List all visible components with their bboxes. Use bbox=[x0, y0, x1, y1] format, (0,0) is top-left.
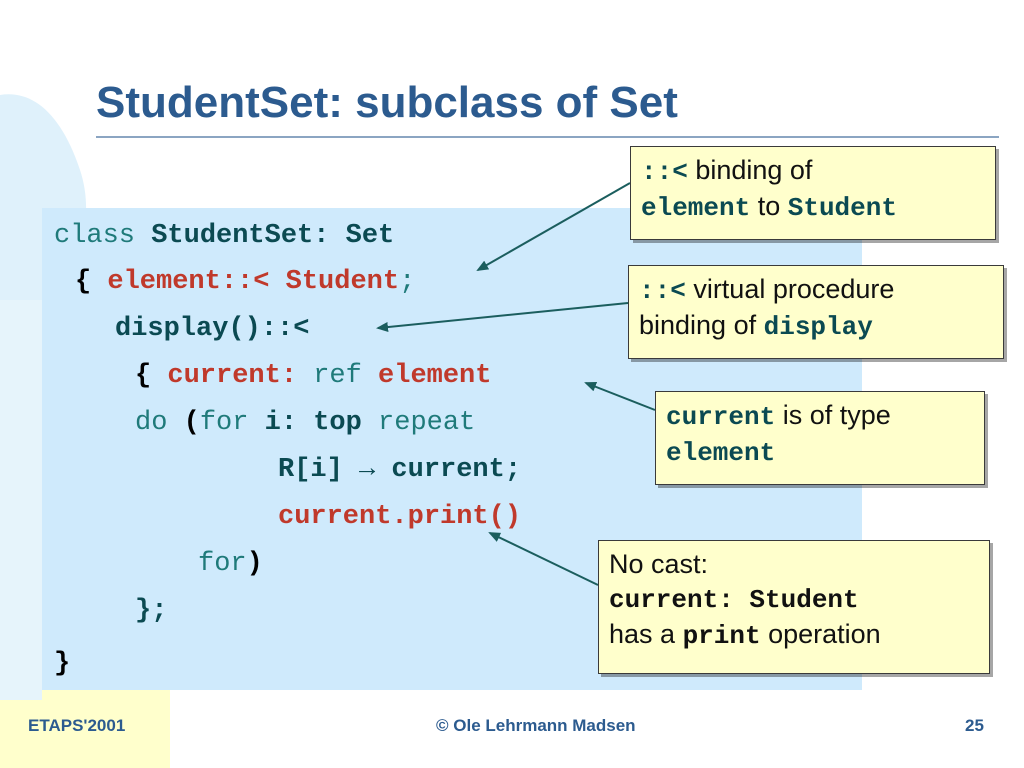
arrow-no-cast bbox=[488, 532, 599, 586]
code-loop-var: i: bbox=[264, 408, 298, 438]
footer-left-strip bbox=[0, 690, 170, 768]
note-op: ::< bbox=[641, 157, 688, 187]
code-semicolon: ; bbox=[399, 267, 416, 297]
code-class-end: } bbox=[54, 649, 71, 679]
code-line-6: R[i] → current; bbox=[278, 454, 521, 486]
note-code: current: Student bbox=[609, 585, 859, 615]
left-sidebar-strip bbox=[0, 300, 42, 700]
title-rule bbox=[96, 136, 999, 138]
note-text: No cast: bbox=[609, 549, 709, 579]
note-no-cast: No cast: current: Student has a print op… bbox=[598, 540, 990, 674]
note-text: is of type bbox=[775, 400, 891, 430]
code-line-3: display()::< bbox=[115, 313, 309, 345]
note-text: has a bbox=[609, 619, 683, 649]
code-for-keyword: for bbox=[198, 549, 247, 579]
note-display-binding: ::< virtual procedure binding of display bbox=[628, 265, 1004, 359]
note-text: to bbox=[750, 191, 788, 221]
code-element-type: element bbox=[378, 361, 492, 391]
note-current: current bbox=[666, 402, 776, 432]
code-line-8: for) bbox=[198, 548, 263, 580]
note-print: print bbox=[682, 621, 761, 651]
code-display-decl: display()::< bbox=[115, 314, 310, 344]
note-op: ::< bbox=[639, 276, 686, 306]
code-block-end: }; bbox=[135, 596, 168, 626]
slide-title: StudentSet: subclass of Set bbox=[96, 78, 678, 127]
code-line-4: { current: ref element bbox=[135, 360, 491, 392]
code-line-7: current.print() bbox=[278, 501, 521, 533]
note-text: virtual procedure bbox=[685, 274, 895, 304]
footer-conference: ETAPS'2001 bbox=[28, 716, 126, 735]
footer-page-number: 25 bbox=[965, 716, 984, 735]
code-keyword: class bbox=[54, 221, 152, 251]
code-print-call: current.print() bbox=[278, 502, 522, 532]
code-line-5: do (for i: top repeat bbox=[135, 407, 475, 439]
code-repeat-keyword: repeat bbox=[361, 408, 476, 438]
code-current-var: current: bbox=[167, 361, 298, 391]
arrow-current-type bbox=[584, 381, 656, 411]
note-text: operation bbox=[760, 619, 881, 649]
note-element-binding: ::< binding of element to Student bbox=[630, 146, 996, 240]
code-ref-keyword: ref bbox=[297, 361, 379, 391]
code-for-keyword: for bbox=[199, 408, 265, 438]
note-element: element bbox=[641, 193, 751, 223]
note-text: binding of bbox=[687, 155, 813, 185]
code-assignment: R[i] → current; bbox=[278, 455, 522, 485]
note-display: display bbox=[763, 312, 873, 342]
footer-author: © Ole Lehrmann Madsen bbox=[436, 716, 636, 735]
note-element: element bbox=[666, 438, 776, 468]
code-do-keyword: do bbox=[135, 408, 184, 438]
arrow-display-binding bbox=[376, 302, 629, 332]
code-brace: { bbox=[75, 267, 108, 297]
code-line-10: } bbox=[54, 648, 70, 680]
arrow-element-binding bbox=[476, 182, 631, 271]
code-line-9: }; bbox=[135, 595, 167, 627]
code-paren: ( bbox=[183, 408, 200, 438]
code-line-1: class StudentSet: Set bbox=[54, 220, 394, 252]
note-student: Student bbox=[787, 193, 897, 223]
code-brace: { bbox=[135, 361, 168, 391]
code-top: top bbox=[313, 408, 362, 438]
note-current-type: current is of type element bbox=[655, 391, 985, 485]
code-paren: ) bbox=[246, 549, 263, 579]
code-class-name: StudentSet: Set bbox=[151, 221, 395, 251]
code-element-decl: element::< Student bbox=[107, 267, 400, 297]
code-line-2: { element::< Student; bbox=[75, 266, 415, 298]
note-text: binding of bbox=[639, 310, 764, 340]
